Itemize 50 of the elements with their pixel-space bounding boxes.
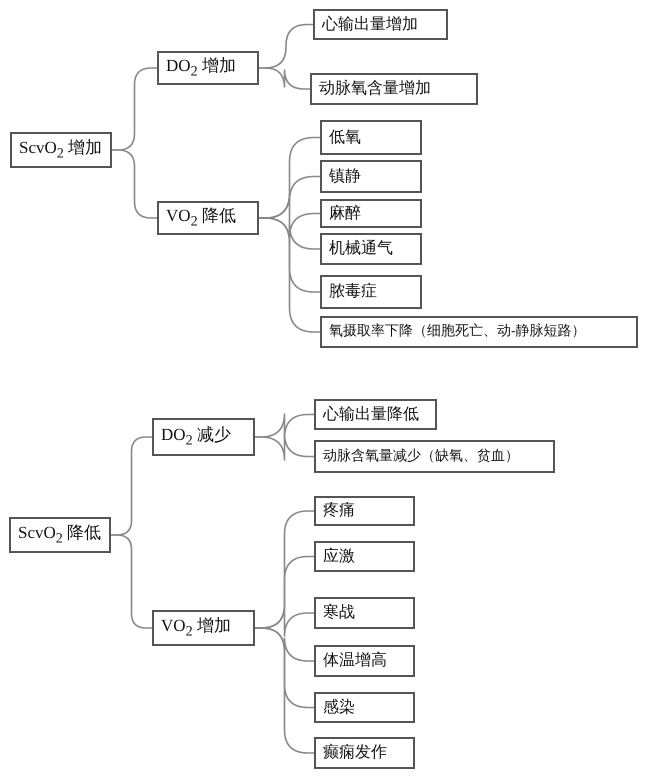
node-label: DO$_{2}$ 增加 (166, 56, 236, 80)
node-box (320, 275, 422, 309)
node-box (314, 645, 415, 677)
node-label: ScvO$_{2}$ 降低 (18, 524, 102, 546)
brace-connector (255, 432, 314, 462)
node-box (320, 316, 638, 348)
node-label: 癫痫发作 (323, 744, 387, 762)
brace-connector (259, 67, 310, 90)
node-label: 体温增高 (323, 652, 387, 670)
node-label: ScvO$_{2}$ 增加 (19, 138, 102, 162)
node-label: 动脉氧含量增加 (319, 80, 431, 98)
node-label: 疼痛 (323, 502, 355, 520)
node-box (157, 201, 259, 235)
node-box (314, 541, 415, 572)
brace-connector (255, 627, 314, 754)
node-label: 心输出量降低 (323, 406, 419, 424)
node-label: 寒战 (323, 604, 355, 622)
node-box (314, 399, 437, 430)
node-label: DO$_{2}$ 减少 (161, 426, 231, 448)
node-box (9, 517, 111, 553)
node-label: 镇静 (329, 168, 361, 186)
node-label: 动脉含氧量减少（缺氧、贫血） (323, 448, 519, 464)
node-box (320, 199, 422, 228)
node-box (320, 120, 422, 155)
node-label: 麻醉 (329, 204, 361, 222)
node-box (314, 496, 415, 526)
node-label: 应激 (323, 548, 355, 566)
node-box (314, 440, 555, 473)
node-label: VO$_{2}$ 增加 (161, 616, 231, 640)
node-label: 低氧 (329, 128, 361, 146)
node-box (310, 73, 478, 105)
brace-connector (259, 217, 320, 333)
node-label: 脓毒症 (329, 283, 377, 301)
brace-connector (111, 534, 152, 629)
node-box (314, 692, 415, 723)
node-box (10, 132, 112, 168)
node-box (313, 9, 448, 40)
node-label: 氧摄取率下降（细胞死亡、动-静脉短路） (329, 324, 586, 340)
node-box (320, 160, 422, 193)
node-box (320, 233, 422, 265)
node-box (152, 610, 255, 646)
brace-connector (112, 149, 157, 219)
node-label: 心输出量增加 (322, 16, 418, 34)
node-box (157, 51, 259, 85)
node-box (314, 597, 415, 629)
node-box (152, 418, 255, 456)
node-label: 感染 (323, 698, 355, 716)
node-label: VO$_{2}$ 降低 (166, 206, 236, 230)
node-label: 机械通气 (329, 240, 393, 258)
node-box (314, 737, 415, 769)
